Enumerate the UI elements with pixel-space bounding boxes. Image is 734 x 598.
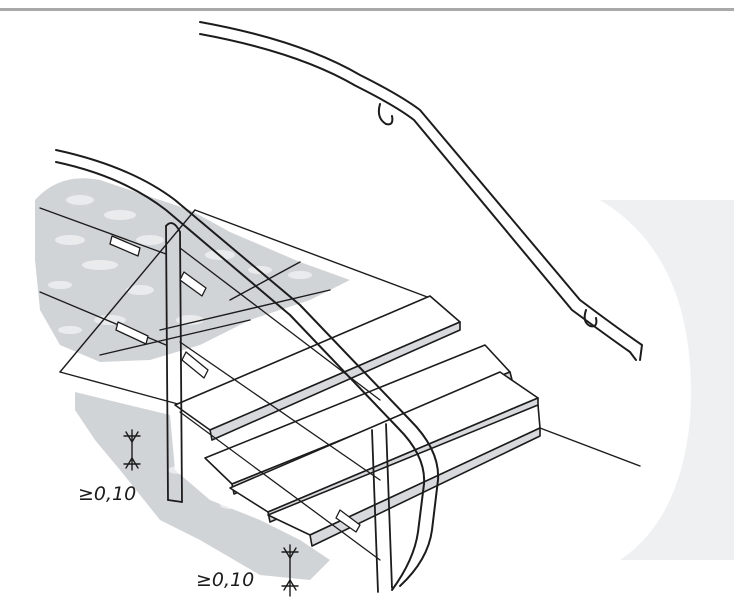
wall-wash — [600, 200, 734, 560]
balustrade-infill-rails — [39, 207, 381, 561]
upper-clearance-marks — [123, 429, 141, 471]
upper-clearance-label: ≥0,10 — [78, 483, 136, 505]
left-handrail — [55, 149, 440, 591]
balustrade-posts — [165, 222, 393, 593]
lower-clearance-label: ≥0,10 — [196, 569, 254, 591]
lower-clearance-marks — [281, 544, 299, 597]
top-divider-line — [0, 0, 734, 11]
ground-line — [539, 427, 641, 467]
right-wall-handrail — [199, 21, 643, 361]
